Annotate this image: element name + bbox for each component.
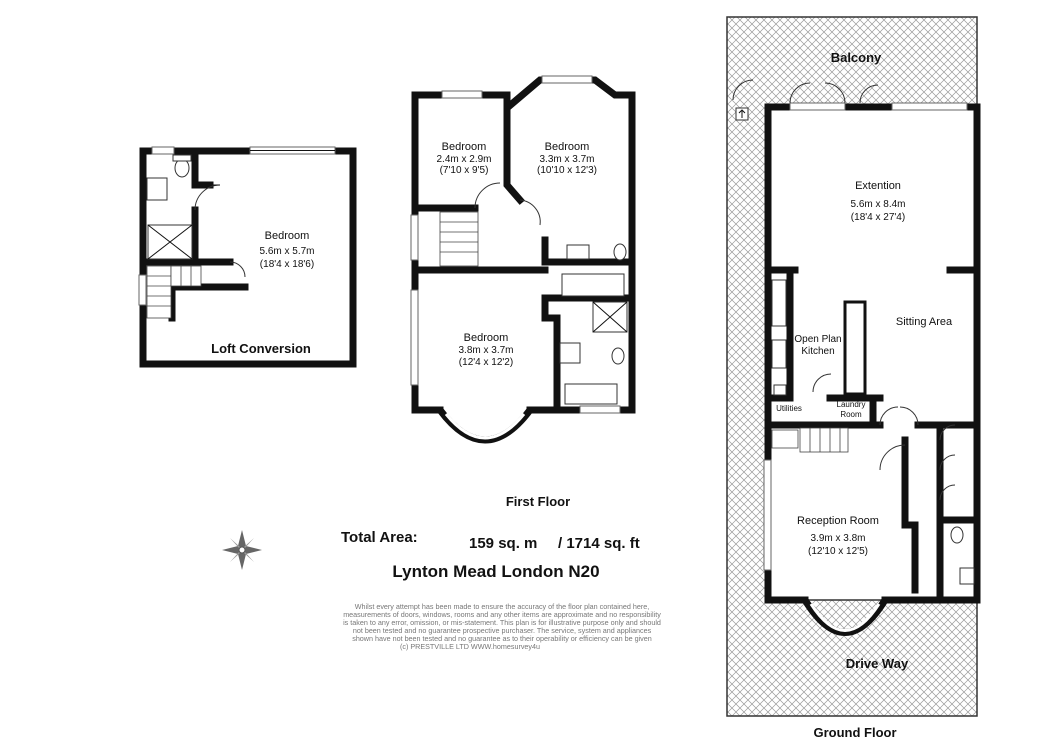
total-area-label: Total Area: bbox=[341, 529, 418, 546]
ground-reception-imperial: (12'10 x 12'5) bbox=[808, 546, 868, 557]
compass-rose-icon bbox=[222, 530, 262, 570]
loft-floor-plan: Bedroom 5.6m x 5.7m (18'4 x 18'6) Loft C… bbox=[138, 146, 357, 368]
loft-bedroom-name: Bedroom bbox=[265, 230, 310, 242]
ground-kitchen-line2: Kitchen bbox=[801, 346, 834, 357]
ground-floor-plan: Balcony Extention 5.6m x 8.4m (18'4 x 27… bbox=[726, 16, 981, 740]
ground-reception-name: Reception Room bbox=[797, 515, 879, 527]
first-bedroom-front-imperial: (12'4 x 12'2) bbox=[459, 357, 513, 368]
ground-extension-imperial: (18'4 x 27'4) bbox=[851, 212, 905, 223]
ground-laundry-line1: Laundry bbox=[837, 400, 866, 409]
property-address: Lynton Mead London N20 bbox=[392, 562, 599, 581]
disclaimer-line: shown have not been tested and no guaran… bbox=[352, 634, 652, 643]
ground-utilities-label: Utilities bbox=[776, 404, 802, 413]
total-area-sqft: / 1714 sq. ft bbox=[558, 535, 640, 552]
first-bedroom-bay-name: Bedroom bbox=[545, 141, 590, 153]
disclaimer-line: is taken to any error, omission, or mis-… bbox=[343, 618, 661, 627]
first-bedroom-bay-imperial: (10'10 x 12'3) bbox=[537, 165, 597, 176]
first-bedroom-small-imperial: (7'10 x 9'5) bbox=[440, 165, 489, 176]
first-bedroom-front-name: Bedroom bbox=[464, 332, 509, 344]
ground-extension-name: Extention bbox=[855, 180, 901, 192]
ground-floor-title: Ground Floor bbox=[813, 725, 896, 740]
ground-sitting-label: Sitting Area bbox=[896, 316, 953, 328]
total-area-sqm: 159 sq. m bbox=[469, 535, 537, 552]
disclaimer-line: measurements of doors, windows, rooms an… bbox=[343, 610, 661, 619]
loft-bedroom-imperial: (18'4 x 18'6) bbox=[260, 259, 314, 270]
disclaimer-line: Whilst every attempt has been made to en… bbox=[355, 602, 649, 611]
ground-balcony-label: Balcony bbox=[831, 50, 882, 65]
loft-title: Loft Conversion bbox=[211, 341, 311, 356]
first-floor-title: First Floor bbox=[506, 494, 570, 509]
first-bedroom-front-metric: 3.8m x 3.7m bbox=[458, 345, 513, 356]
ground-extension-metric: 5.6m x 8.4m bbox=[850, 199, 905, 210]
first-bedroom-small-name: Bedroom bbox=[442, 141, 487, 153]
ground-driveway-label: Drive Way bbox=[846, 656, 909, 671]
first-bedroom-bay-metric: 3.3m x 3.7m bbox=[539, 154, 594, 165]
ground-laundry-line2: Room bbox=[840, 410, 862, 419]
first-bedroom-small-metric: 2.4m x 2.9m bbox=[436, 154, 491, 165]
disclaimer-line: not been tested and no guarantee prospec… bbox=[353, 626, 652, 635]
loft-bedroom-metric: 5.6m x 5.7m bbox=[259, 246, 314, 257]
first-floor-plan: Bedroom 2.4m x 2.9m (7'10 x 9'5) Bedroom… bbox=[410, 75, 636, 509]
totals-block: Total Area: 159 sq. m / 1714 sq. ft Lynt… bbox=[341, 529, 640, 581]
disclaimer: Whilst every attempt has been made to en… bbox=[343, 602, 661, 651]
ground-reception-metric: 3.9m x 3.8m bbox=[810, 533, 865, 544]
ground-kitchen-line1: Open Plan bbox=[794, 334, 841, 345]
ground-floor-staircase bbox=[771, 427, 849, 453]
disclaimer-line: (c) PRESTVILLE LTD WWW.homesurvey4u bbox=[400, 642, 540, 651]
loft-staircase bbox=[146, 265, 202, 319]
first-floor-staircase bbox=[439, 211, 479, 267]
